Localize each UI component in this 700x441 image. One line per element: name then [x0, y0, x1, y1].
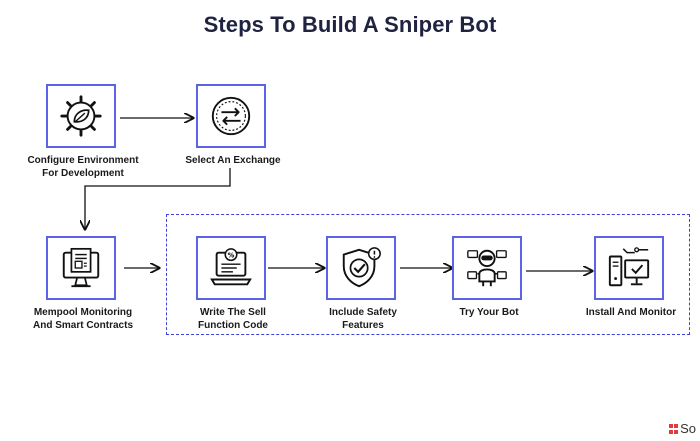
- step-5-label-line1: Include Safety: [329, 307, 397, 318]
- step-2-label: Select An Exchange: [158, 154, 308, 167]
- grouped-steps-border: [166, 214, 690, 335]
- step-1-label-line1: Configure Environment: [27, 155, 139, 166]
- step-6-label: Try Your Bot: [414, 306, 564, 319]
- step-7-box: [594, 236, 664, 300]
- brand-watermark: So: [669, 421, 696, 436]
- step-3-box: [46, 236, 116, 300]
- brand-text: So: [680, 421, 696, 436]
- step-4-box: %: [196, 236, 266, 300]
- step-6-box: [452, 236, 522, 300]
- monitor-document-icon: [62, 247, 100, 288]
- step-2-label-line1: Select An Exchange: [185, 155, 281, 166]
- diagram-title: Steps To Build A Sniper Bot: [203, 12, 497, 37]
- step-2-box: [196, 84, 266, 148]
- gear-leaf-icon: [60, 95, 102, 137]
- computer-tools-icon: [608, 247, 650, 287]
- step-4-label-line1: Write The Sell: [200, 307, 266, 318]
- step-3-label-line1: Mempool Monitoring: [33, 307, 133, 318]
- laptop-code-icon: %: [210, 248, 252, 286]
- arrow-2-to-3: [85, 168, 231, 229]
- exchange-arrows-icon: [211, 96, 251, 136]
- step-4-label: Write The Sell Function Code: [158, 306, 308, 332]
- robot-icon: [467, 249, 507, 287]
- step-3-label: Mempool Monitoring And Smart Contracts: [8, 306, 158, 332]
- step-7-label: Install And Monitor: [556, 306, 700, 319]
- step-3-label-line2: And Smart Contracts: [32, 320, 133, 331]
- step-1-label-line2: For Development: [42, 168, 124, 179]
- brand-logo-icon: [669, 423, 679, 434]
- step-4-label-line2: Function Code: [198, 320, 268, 331]
- step-5-label: Include Safety Features: [288, 306, 438, 332]
- step-7-label-line1: Install And Monitor: [585, 307, 677, 318]
- shield-check-icon: [342, 247, 381, 288]
- step-6-label-line1: Try Your Bot: [459, 307, 519, 318]
- step-1-box: [46, 84, 116, 148]
- step-5-label-line2: Features: [342, 320, 384, 331]
- svg-text:%: %: [228, 251, 235, 259]
- step-5-box: [326, 236, 396, 300]
- step-1-label: Configure Environment For Development: [8, 154, 158, 180]
